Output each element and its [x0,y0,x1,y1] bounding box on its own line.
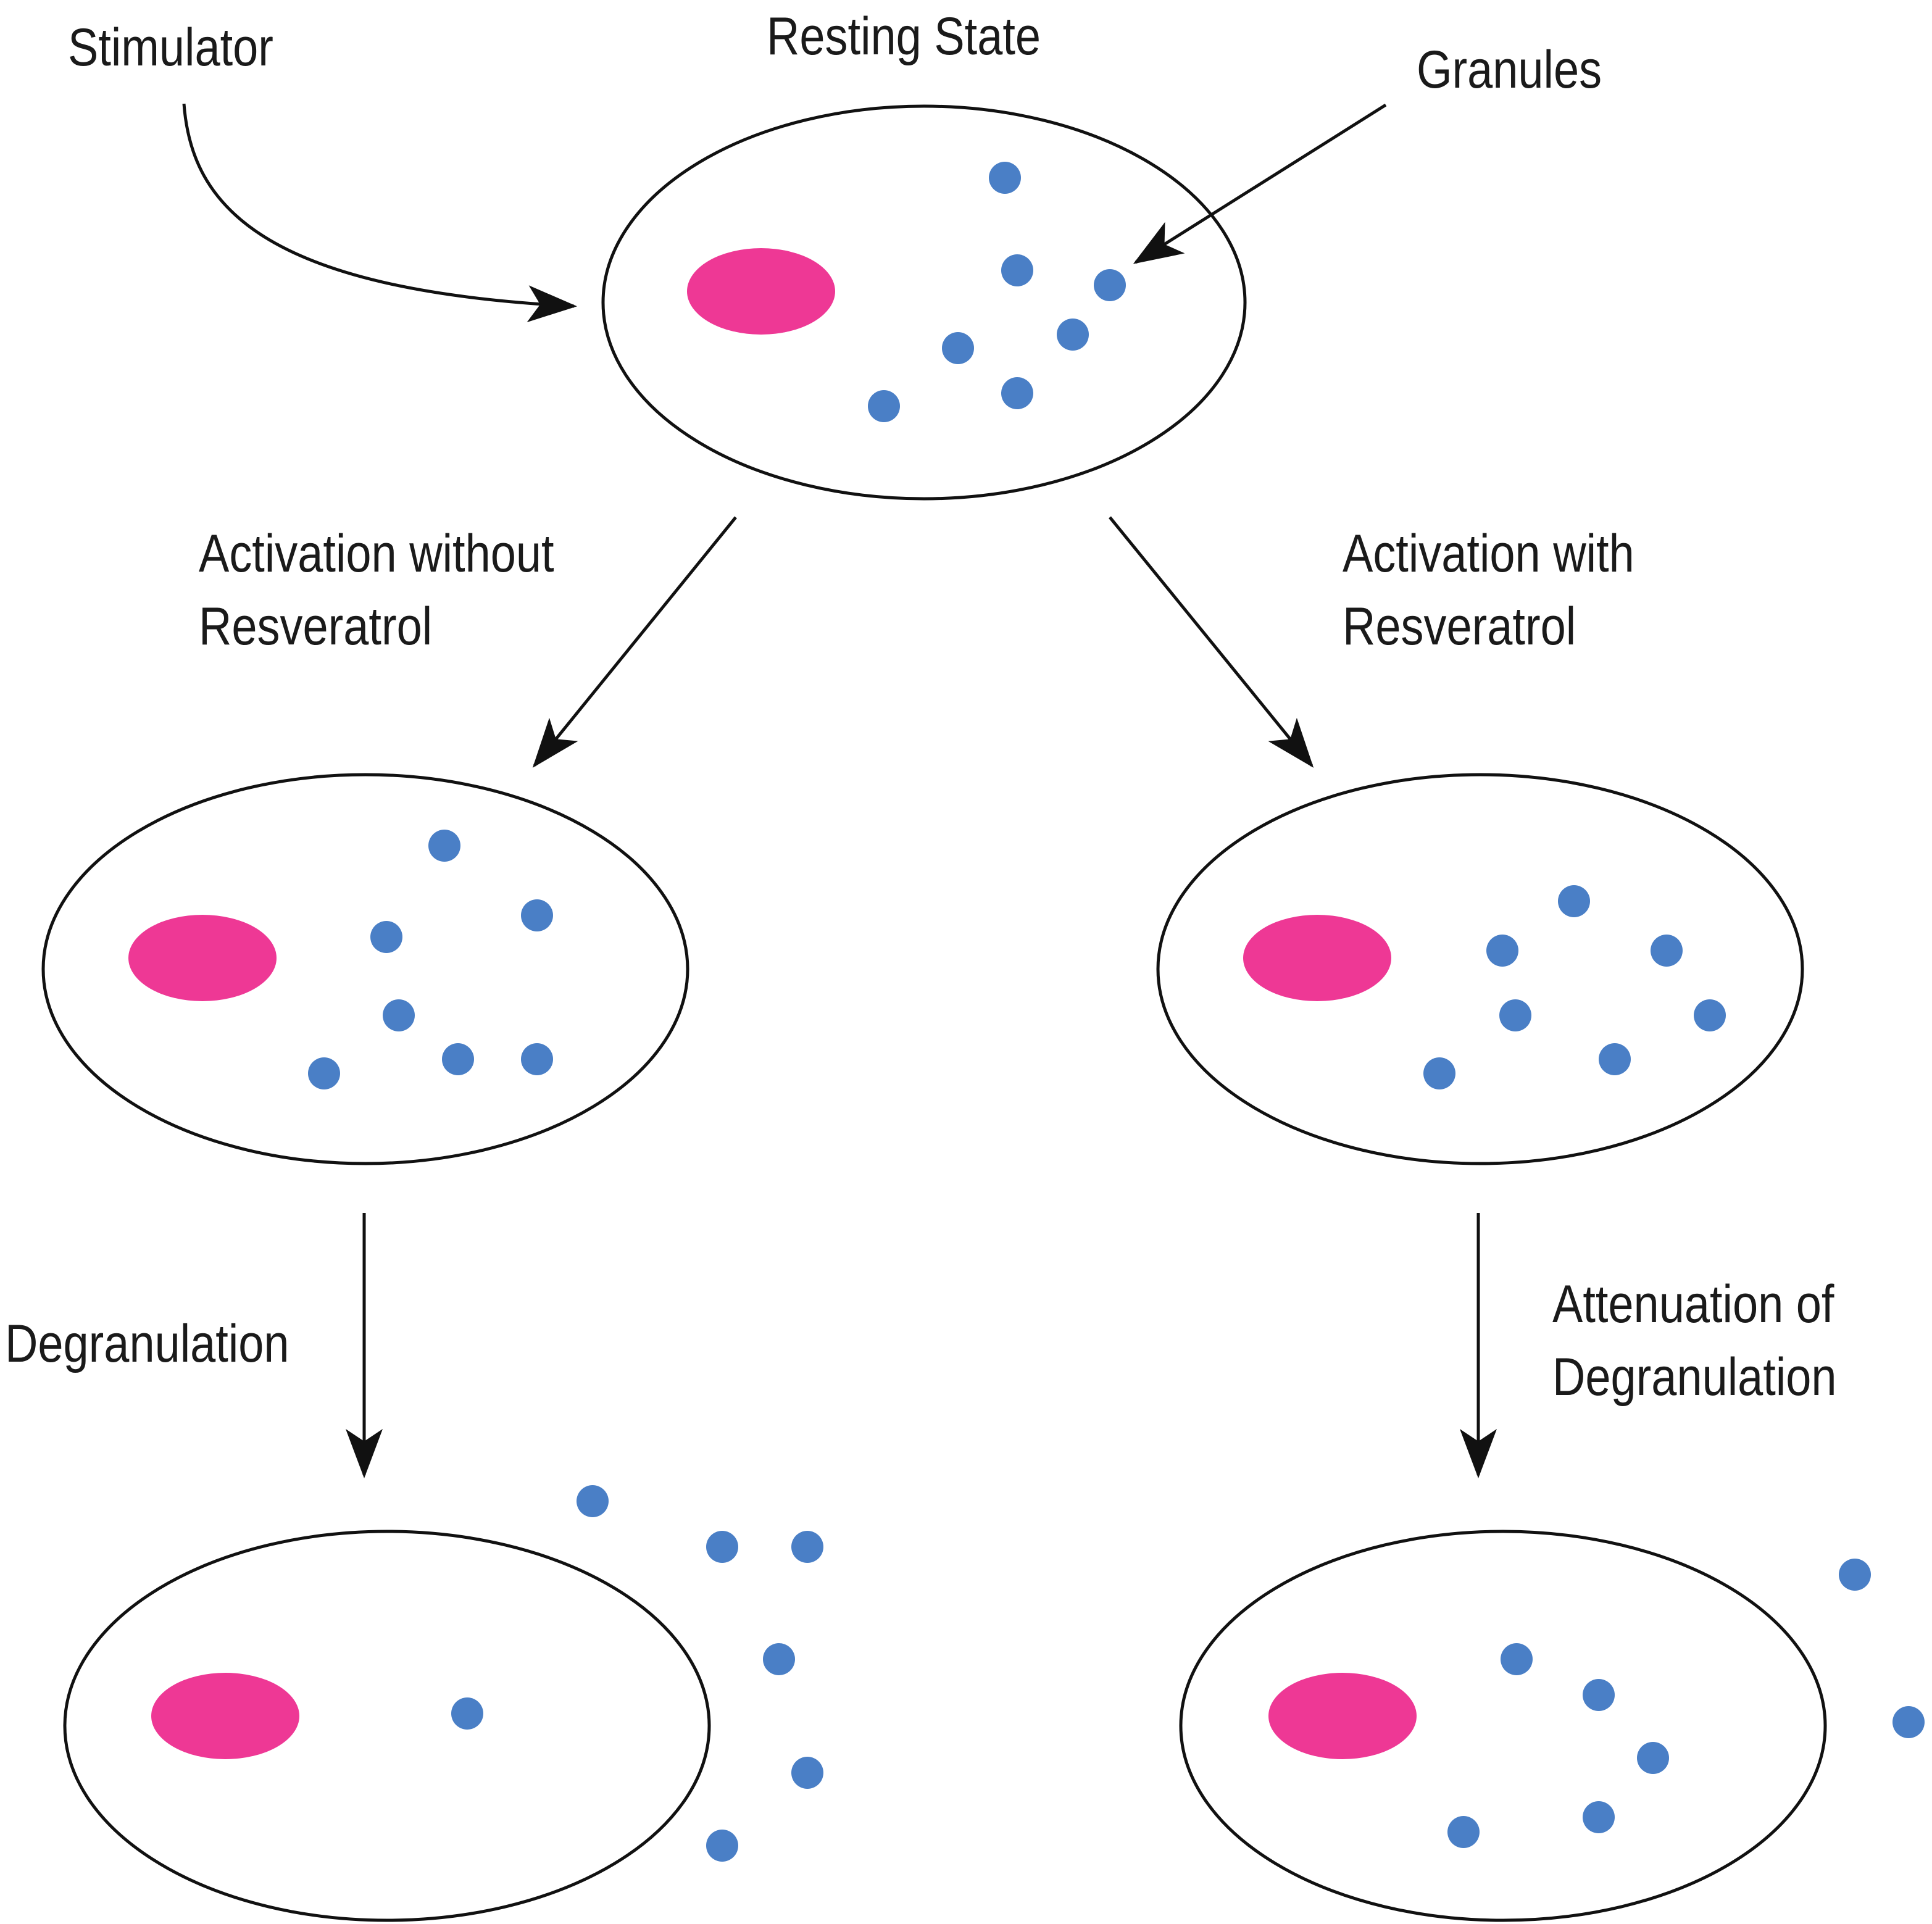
nucleus [128,915,277,1001]
cell-membrane [63,1530,711,1922]
granule [1057,319,1089,351]
granule [989,162,1021,194]
granule [521,899,553,931]
released-granule [763,1643,795,1675]
granule [383,999,415,1031]
cell-activated-with-resveratrol [1156,773,1804,1165]
cell-activated-without-resveratrol [41,773,689,1165]
cell-membrane [1179,1530,1827,1922]
arrows [182,103,1497,1478]
granule [1583,1801,1615,1833]
granule [1694,999,1726,1031]
granule [1637,1742,1669,1774]
label-stimulator: Stimulator [68,18,273,77]
cell-membrane [41,773,689,1165]
granule [1486,935,1518,967]
granule [428,830,460,862]
cell-degranulated [63,1485,823,1922]
label-granules: Granules [1417,40,1602,99]
granule [1651,935,1683,967]
granule [1094,269,1126,301]
activation-with-arrow [1109,516,1314,768]
granule [1447,1816,1480,1848]
cell-membrane [601,104,1247,501]
granule [308,1057,340,1089]
activation-without-arrow [532,516,737,768]
cell-attenuated-degranulation [1179,1530,1925,1922]
label-activation-without-resveratrol: Activation without Resveratrol [199,524,554,656]
released-granule [791,1757,823,1789]
granule [1501,1643,1533,1675]
label-activation-with-resveratrol: Activation with Resveratrol [1343,524,1634,656]
stimulator-arrow [182,103,577,323]
label-degranulation: Degranulation [5,1314,289,1373]
released-granule [706,1830,738,1862]
granule [942,332,974,364]
released-granule [1892,1706,1925,1738]
granule [451,1697,483,1730]
granule [1558,885,1590,917]
granule [1001,254,1033,286]
nucleus [687,248,835,335]
granule [868,390,900,422]
granule [1583,1679,1615,1711]
granule [1001,377,1033,409]
nucleus [1268,1673,1417,1759]
cell-membrane [1156,773,1804,1165]
nucleus [1243,915,1391,1001]
cell-resting-state [601,104,1247,501]
granule [1599,1043,1631,1075]
released-granule [791,1531,823,1563]
released-granule [706,1531,738,1563]
nucleus [151,1673,299,1759]
label-resting-state: Resting State [767,7,1041,66]
granules-pointer-arrow [1133,103,1387,264]
granule [1423,1057,1455,1089]
granule [370,921,402,953]
granule [521,1043,553,1075]
released-granule [577,1485,609,1517]
granule [1499,999,1531,1031]
label-attenuation-of-degranulation: Attenuation of Degranulation [1552,1275,1837,1407]
released-granule [1839,1559,1871,1591]
granule [442,1043,474,1075]
